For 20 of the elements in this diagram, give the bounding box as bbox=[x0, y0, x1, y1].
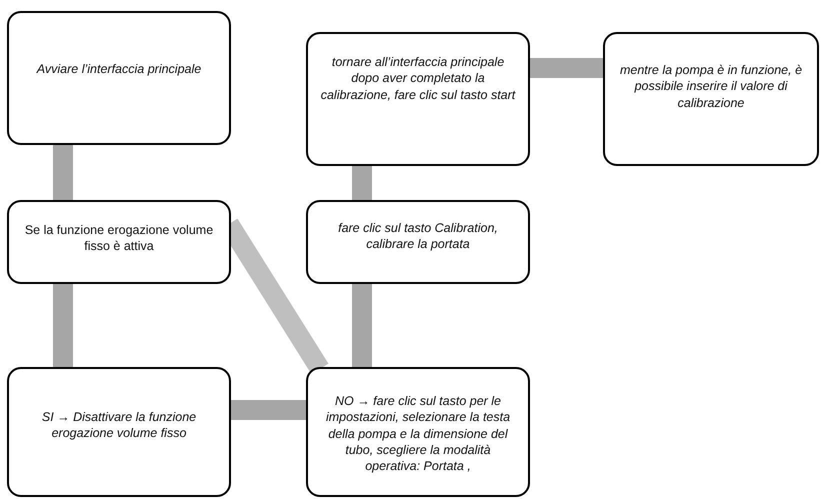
connector-bar bbox=[530, 58, 603, 78]
connector-bar bbox=[53, 145, 73, 200]
process-box bbox=[603, 32, 819, 166]
connector-bar bbox=[352, 284, 372, 367]
step-text: tornare all’interfaccia principale dopo aver completato la calibrazione, fare clic sul tasto start bbox=[320, 54, 517, 103]
step-text: Avviare l’interfaccia principale bbox=[36, 61, 202, 78]
connector-bar bbox=[231, 400, 306, 420]
connector-bar bbox=[352, 166, 372, 200]
process-box bbox=[7, 367, 231, 497]
process-box bbox=[306, 32, 530, 166]
step-text: mentre la pompa è in funzione, è possibile inserire il valore di calibrazione bbox=[618, 62, 804, 111]
process-box bbox=[7, 200, 231, 284]
process-box bbox=[306, 200, 530, 284]
process-box bbox=[7, 11, 231, 145]
step-text: SI → Disattivare la funzione erogazione volume fisso bbox=[40, 409, 198, 442]
process-box bbox=[306, 367, 530, 497]
step-text: fare clic sul tasto Calibration, calibrare la portata bbox=[337, 220, 499, 252]
connector-bar bbox=[53, 284, 73, 367]
step-text: NO → fare clic sul tasto per le impostazioni, selezionare la testa della pompa e la dimensione del tubo, scegliere la modalità operativa: Portata , bbox=[324, 393, 512, 474]
step-text: Se la funzione erogazione volume fisso è attiva bbox=[24, 222, 214, 254]
